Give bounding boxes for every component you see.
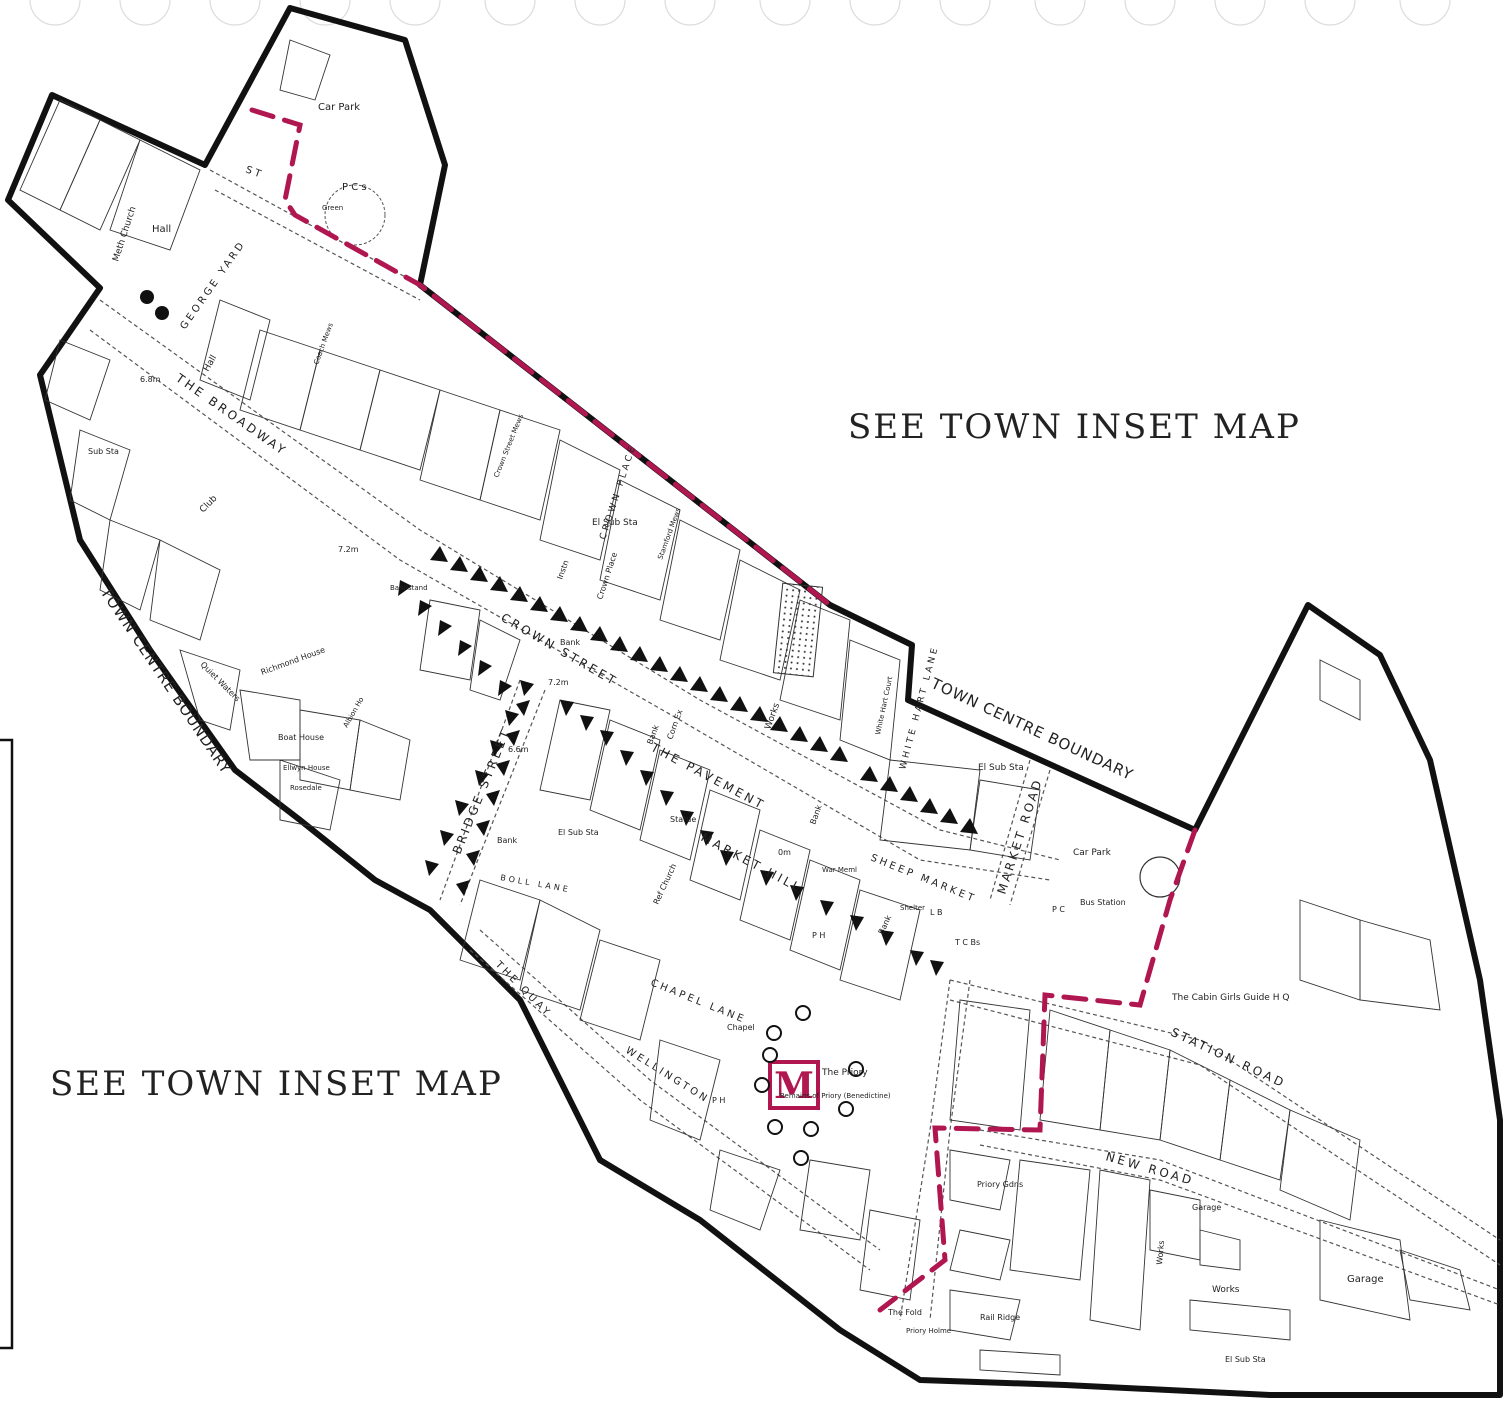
hatched-plot	[772, 582, 824, 678]
place-label: Priory Gdns	[977, 1180, 1023, 1189]
place-label: Chapel	[727, 1023, 755, 1032]
place-label: P H	[712, 1096, 725, 1105]
spot-height: 6.8m	[140, 375, 161, 384]
place-label: Garage	[1192, 1203, 1221, 1212]
street-wellington: WELLINGTON	[623, 1045, 711, 1106]
place-label: Instn	[555, 559, 570, 581]
place-label: The Priory	[821, 1068, 868, 1078]
place-label: Albion Ho	[342, 696, 366, 729]
bus-station-roundabout	[1139, 856, 1181, 898]
place-label: Crown Place	[595, 551, 619, 600]
place-label: El Sub Sta	[1225, 1355, 1266, 1364]
place-label: Club	[198, 494, 220, 516]
street-chapel-lane: CHAPEL LANE	[649, 978, 748, 1026]
place-label: Rosedale	[290, 784, 322, 792]
inset-note-south: SEE TOWN INSET MAP	[50, 1064, 503, 1104]
place-label: Quiet Waters	[199, 660, 242, 703]
conservation-boundary	[249, 107, 1198, 1313]
place-label: War Meml	[822, 866, 857, 874]
spot-heights: 6.8m 7.2m 6.6m 7.2m 0m	[140, 375, 791, 857]
place-label: Hall	[202, 354, 219, 374]
place-label: P C s	[342, 182, 367, 193]
place-label: El Sub Sta	[592, 518, 638, 528]
place-label: Bank	[497, 836, 517, 845]
street-st: ST	[244, 164, 265, 181]
place-label: Ellwyn House	[283, 764, 330, 772]
place-label: Car Park	[318, 102, 360, 113]
place-label: Sub Sta	[88, 447, 119, 456]
place-label: Bus Station	[1080, 898, 1126, 907]
place-label: Works	[1155, 1240, 1166, 1265]
street-white-hart-lane: WHITE HART LANE	[898, 645, 941, 771]
listed-frontage-triangles	[398, 546, 978, 976]
spot-height: 7.2m	[548, 678, 569, 687]
place-label: L B	[930, 908, 943, 917]
place-label: Priory Holme	[906, 1327, 951, 1335]
place-label: The Fold	[887, 1308, 922, 1317]
place-label: Statue	[670, 815, 696, 824]
street-network	[89, 169, 1501, 1321]
place-label: Shelter	[900, 904, 925, 912]
place-label: Bank	[560, 638, 580, 647]
place-label: P C	[1052, 905, 1065, 914]
place-label: Coach Mews	[312, 322, 335, 366]
building-plots	[19, 39, 1471, 1376]
scheduled-monument: M	[754, 1005, 864, 1166]
place-label: Rail Ridge	[980, 1313, 1020, 1322]
spot-height: 7.2m	[338, 545, 359, 554]
place-label: Ref Church	[652, 862, 679, 905]
place-label: T C Bs	[954, 938, 980, 947]
place-label: Hall	[152, 224, 171, 235]
street-george-yard: GEORGE YARD	[178, 239, 248, 332]
place-label: Car Park	[1073, 848, 1112, 858]
town-centre-boundary	[5, 5, 1503, 1398]
place-label: Bandstand	[390, 584, 428, 592]
place-label: Works	[1212, 1285, 1240, 1295]
top-edge-circles	[29, 0, 1451, 26]
place-label: Remains of Priory (Benedictine)	[780, 1092, 891, 1100]
street-boll-lane: BOLL LANE	[500, 873, 572, 894]
place-label: Garage	[1347, 1274, 1384, 1285]
legend-frame-edge	[0, 738, 14, 1350]
street-market-hill: MARKET HILL	[699, 830, 805, 895]
street-the-broadway: THE BROADWAY	[172, 370, 290, 458]
place-label: El Sub Sta	[558, 828, 599, 837]
street-labels: THE BROADWAY THE PAVEMENT MARKET HILL BR…	[172, 164, 1288, 1188]
place-label: Green	[322, 204, 343, 212]
place-label: Stamford Mews	[656, 507, 682, 561]
place-label: El Sub Sta	[978, 763, 1024, 773]
place-label: P H	[812, 931, 825, 940]
pcs-roundabout	[324, 184, 386, 246]
place-label: Boat House	[278, 733, 324, 742]
place-label: White Hart Court	[874, 676, 894, 736]
spot-height: 0m	[778, 848, 791, 857]
spot-height: 6.6m	[508, 745, 529, 754]
place-label: Bank	[808, 803, 823, 825]
inset-note-north: SEE TOWN INSET MAP	[848, 407, 1301, 447]
place-label: The Cabin Girls Guide H Q	[1171, 993, 1289, 1003]
black-dot-markers	[140, 290, 169, 320]
place-label: Richmond House	[260, 645, 327, 677]
monument-letter: M	[774, 1065, 814, 1107]
